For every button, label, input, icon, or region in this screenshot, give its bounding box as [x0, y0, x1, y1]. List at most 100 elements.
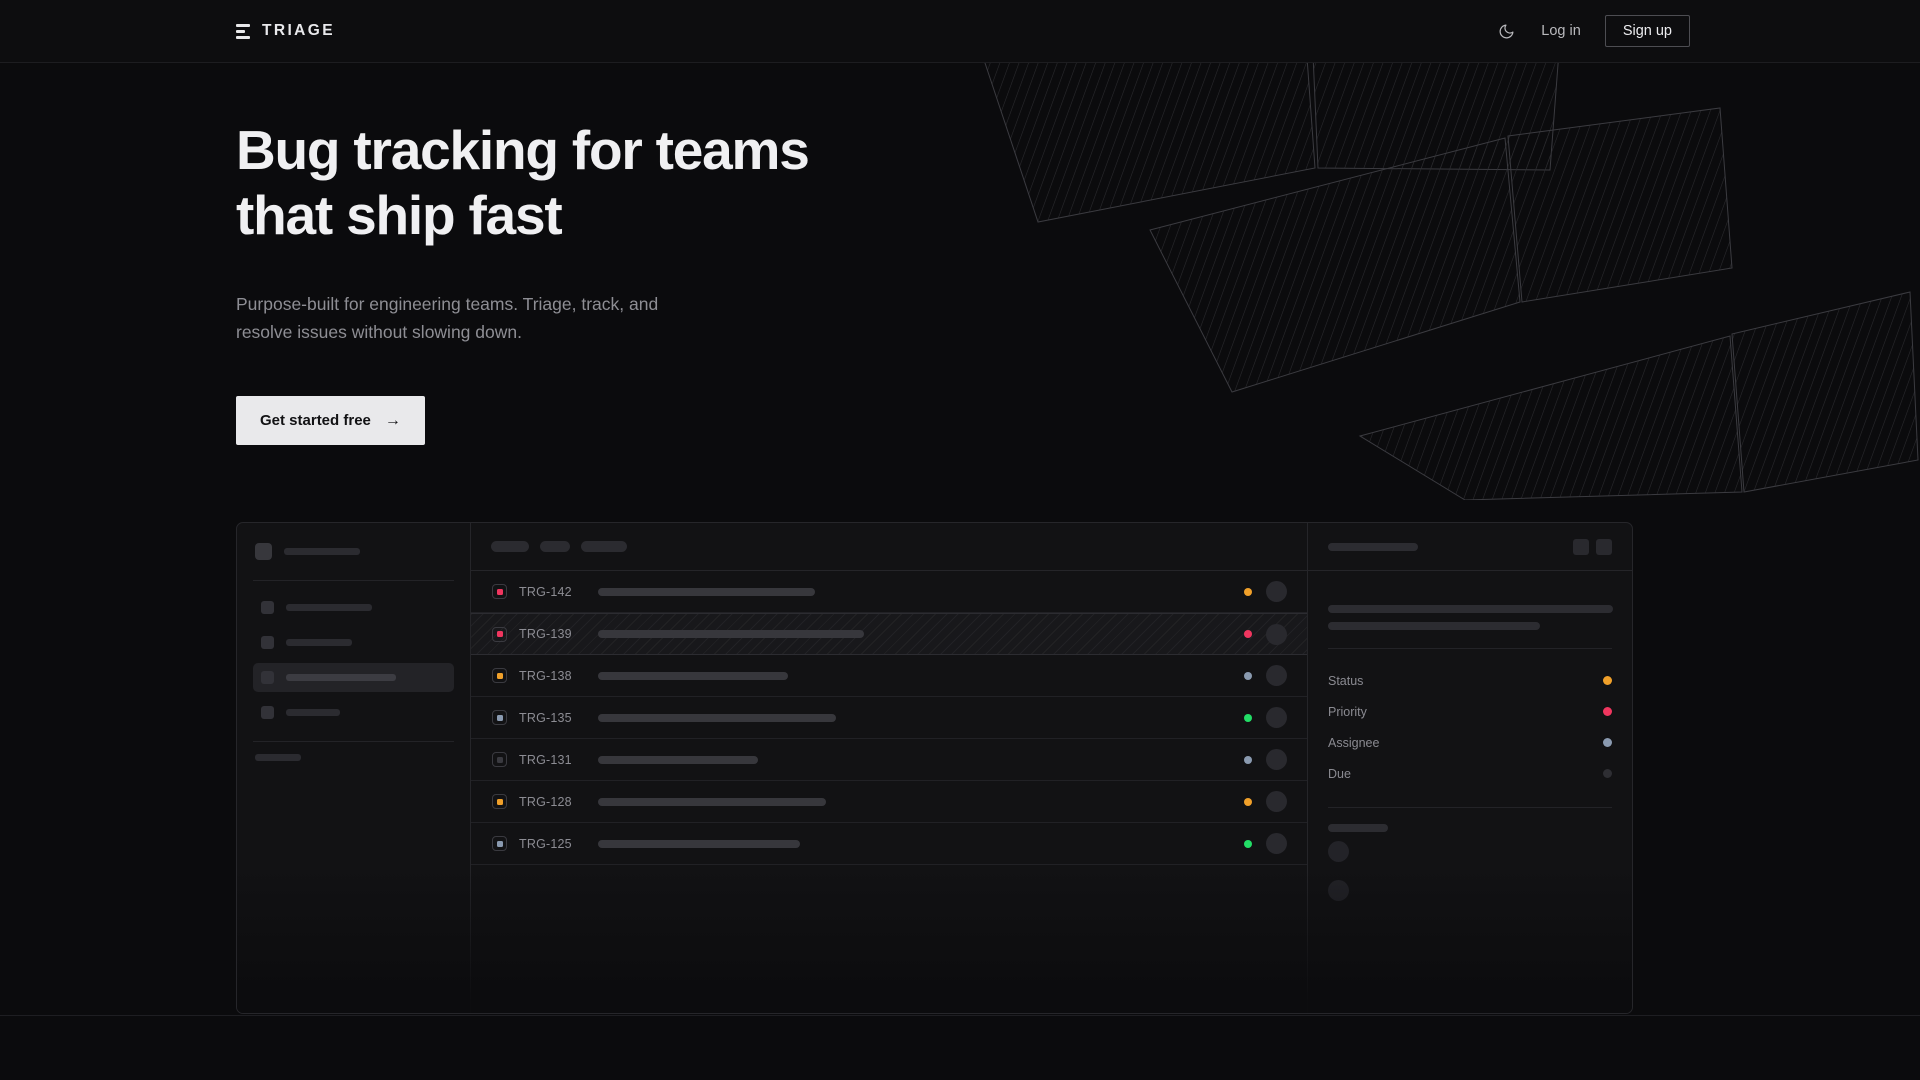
detail-panel-header — [1308, 523, 1632, 571]
detail-field-status[interactable]: Status — [1328, 665, 1612, 696]
brand-logo[interactable]: TRIAGE — [236, 22, 335, 40]
priority-badge-icon — [492, 584, 507, 599]
table-row[interactable]: TRG-135 — [471, 697, 1307, 739]
get-started-label: Get started free — [260, 412, 371, 430]
issue-id: TRG-142 — [519, 584, 572, 599]
sidebar-item-4-label — [286, 709, 340, 716]
hero-section: Bug tracking for teams that ship fast Pu… — [236, 118, 996, 446]
table-row[interactable]: TRG-142 — [471, 571, 1307, 613]
table-row[interactable]: TRG-131 — [471, 739, 1307, 781]
sidebar-item-4[interactable] — [253, 698, 454, 727]
avatar[interactable] — [1266, 791, 1287, 812]
brand-name: TRIAGE — [262, 22, 335, 39]
avatar[interactable] — [1266, 623, 1287, 645]
detail-field-due[interactable]: Due — [1328, 758, 1612, 789]
avatar[interactable] — [1266, 581, 1287, 602]
panel-icon-button-1[interactable] — [1573, 538, 1589, 555]
table-row[interactable]: TRG-125 — [471, 823, 1307, 865]
activity-section-label — [1328, 824, 1388, 832]
filter-chip-3[interactable] — [581, 541, 627, 552]
sidebar-item-2[interactable] — [253, 628, 454, 657]
row-meta — [1244, 749, 1287, 770]
sidebar-nav-list — [253, 593, 454, 727]
activity-avatar-2 — [1328, 880, 1349, 901]
filter-chip-1[interactable] — [491, 541, 529, 552]
issue-title-placeholder — [597, 797, 826, 806]
detail-field-priority[interactable]: Priority — [1328, 696, 1612, 727]
sidebar-item-1[interactable] — [253, 593, 454, 622]
sidebar-section-label — [255, 754, 301, 761]
get-started-button[interactable]: Get started free → — [236, 396, 425, 446]
detail-field-label: Due — [1328, 766, 1351, 781]
navbar-actions: Log in Sign up — [1495, 14, 1690, 48]
moon-icon[interactable] — [1495, 20, 1517, 42]
stacked-bars-logo-icon — [236, 23, 250, 39]
priority-badge-icon — [492, 626, 507, 642]
status-badge — [1244, 839, 1252, 848]
arrow-right-icon: → — [384, 411, 401, 429]
workspace-name-placeholder — [284, 548, 360, 555]
detail-field-value — [1603, 738, 1612, 747]
panel-icon-button-2[interactable] — [1596, 538, 1612, 555]
sidebar-project-1[interactable] — [253, 767, 454, 785]
detail-desc-line-1 — [1328, 605, 1613, 613]
row-meta — [1244, 623, 1287, 645]
detail-field-assignee[interactable]: Assignee — [1328, 727, 1612, 758]
table-row[interactable]: TRG-139 — [471, 613, 1307, 655]
sidebar-project-2[interactable] — [253, 785, 454, 803]
detail-field-value — [1603, 769, 1612, 778]
priority-badge-icon — [492, 836, 507, 851]
avatar[interactable] — [1266, 665, 1287, 686]
status-badge — [1244, 755, 1252, 764]
sidebar-item-4-icon — [261, 706, 274, 719]
avatar[interactable] — [1266, 707, 1287, 728]
detail-field-value — [1603, 707, 1612, 716]
activity-avatar-1 — [1328, 841, 1349, 862]
status-badge — [1244, 671, 1252, 680]
issue-id: TRG-131 — [519, 752, 572, 767]
sidebar-item-2-label — [286, 639, 352, 646]
issue-title-placeholder — [597, 671, 788, 680]
priority-badge-icon — [492, 668, 507, 683]
sidebar-divider-bottom — [253, 741, 454, 742]
detail-divider-2 — [1328, 807, 1612, 808]
footer-band — [0, 1015, 1920, 1080]
sidebar-section — [253, 754, 454, 821]
issue-id: TRG-128 — [519, 794, 572, 809]
avatar[interactable] — [1266, 749, 1287, 770]
status-badge — [1244, 587, 1252, 596]
detail-header-title — [1328, 542, 1418, 551]
row-meta — [1244, 833, 1287, 854]
workspace-switcher[interactable] — [253, 537, 454, 566]
issue-title-placeholder — [597, 587, 815, 596]
avatar[interactable] — [1266, 833, 1287, 854]
filter-chip-2[interactable] — [540, 541, 570, 552]
status-badge — [1244, 630, 1252, 638]
sidebar-project-3[interactable] — [253, 803, 454, 821]
sidebar-divider-top — [253, 580, 454, 581]
signup-button[interactable]: Sign up — [1604, 14, 1690, 48]
activity-item-1 — [1328, 832, 1612, 871]
priority-badge-icon — [492, 794, 507, 809]
table-row[interactable]: TRG-138 — [471, 655, 1307, 697]
table-row[interactable]: TRG-128 — [471, 781, 1307, 823]
detail-field-label: Priority — [1328, 704, 1367, 719]
activity-item-2 — [1328, 871, 1612, 910]
detail-field-label: Status — [1328, 673, 1364, 688]
status-badge — [1244, 713, 1252, 722]
status-badge — [1244, 797, 1252, 806]
sidebar-item-1-icon — [261, 601, 274, 614]
page-title: Bug tracking for teams that ship fast — [236, 119, 810, 246]
sidebar-item-3-active[interactable] — [253, 663, 454, 692]
row-meta — [1244, 791, 1287, 812]
login-link[interactable]: Log in — [1541, 23, 1581, 39]
issue-title-placeholder — [597, 839, 800, 848]
sidebar-item-1-label — [286, 604, 372, 611]
sidebar-item-3-label — [286, 674, 396, 681]
issue-id: TRG-139 — [519, 627, 572, 641]
